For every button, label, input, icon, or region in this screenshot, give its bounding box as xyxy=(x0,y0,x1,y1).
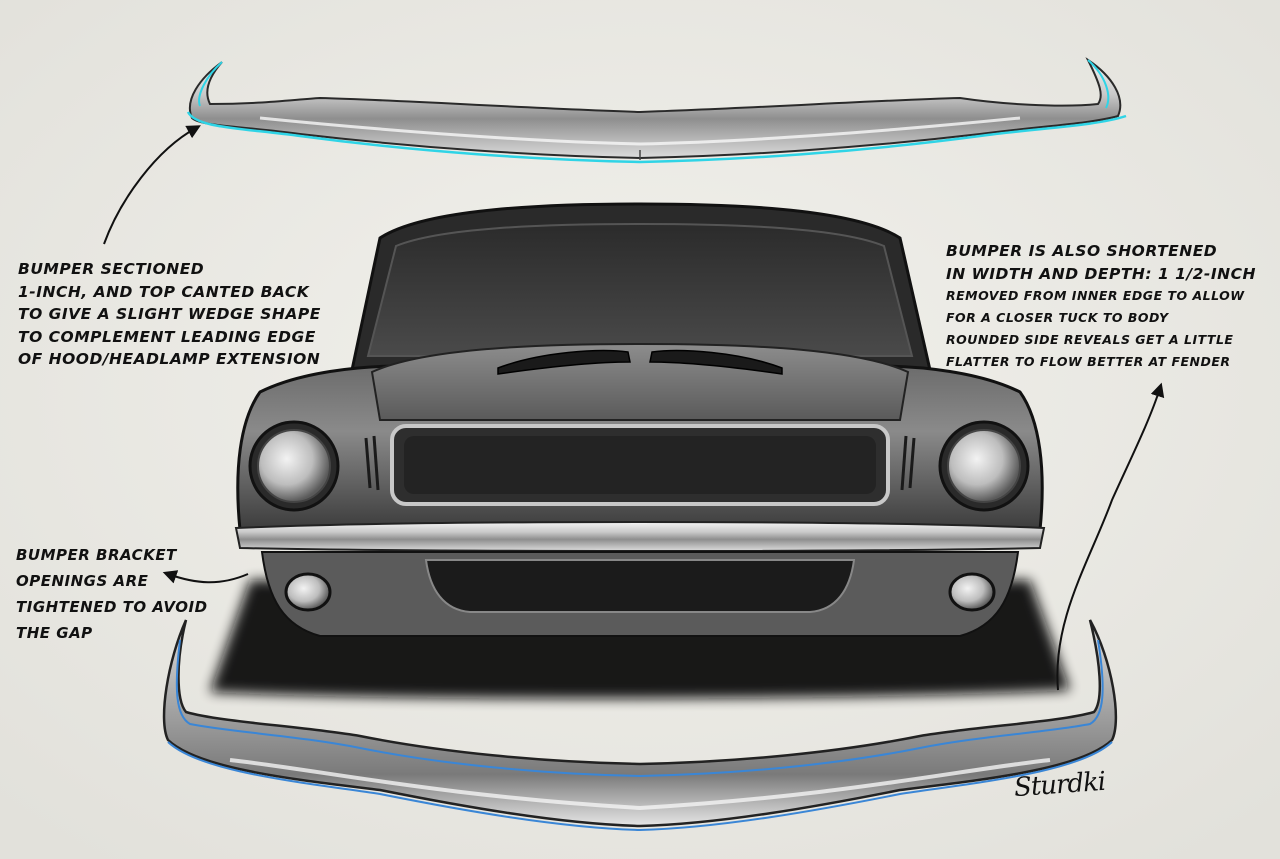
note-line: removed from inner edge to allow xyxy=(946,288,1245,303)
note-line: Bumper bracket xyxy=(16,546,177,564)
note-line: for a closer tuck to body xyxy=(946,310,1169,325)
note-line: to give a slight wedge shape xyxy=(18,305,321,323)
note-line: of hood/headlamp extension xyxy=(18,350,321,368)
bottom-bumper-illustration xyxy=(162,619,1118,832)
note-bumper-shortened: Bumper is also shortened in width and de… xyxy=(946,240,1256,373)
note-line: Bumper is also shortened xyxy=(946,242,1218,260)
note-line: the gap xyxy=(16,624,93,642)
artist-signature: Sturdki xyxy=(1013,766,1107,804)
note-line: rounded side reveals get a little xyxy=(946,332,1234,347)
arrow-right xyxy=(1056,382,1165,691)
arrow-top-left xyxy=(103,125,201,245)
note-line: openings are xyxy=(16,572,149,590)
note-line: flatter to flow better at fender xyxy=(946,354,1231,369)
note-line: to complement leading edge xyxy=(18,327,316,346)
note-line: Bumper sectioned xyxy=(18,260,205,278)
note-line: in width and depth: 1 1/2-inch xyxy=(946,264,1256,283)
top-bumper-illustration xyxy=(186,57,1127,164)
note-line: 1-inch, and top canted back xyxy=(18,282,310,301)
arrow-bottom-left xyxy=(162,570,249,584)
note-bumper-bracket: Bumper bracket openings are tightened to… xyxy=(16,542,208,646)
car-front-illustration xyxy=(210,202,1070,699)
note-bumper-sectioned: Bumper sectioned 1-inch, and top canted … xyxy=(18,258,321,371)
note-line: tightened to avoid xyxy=(16,598,208,616)
